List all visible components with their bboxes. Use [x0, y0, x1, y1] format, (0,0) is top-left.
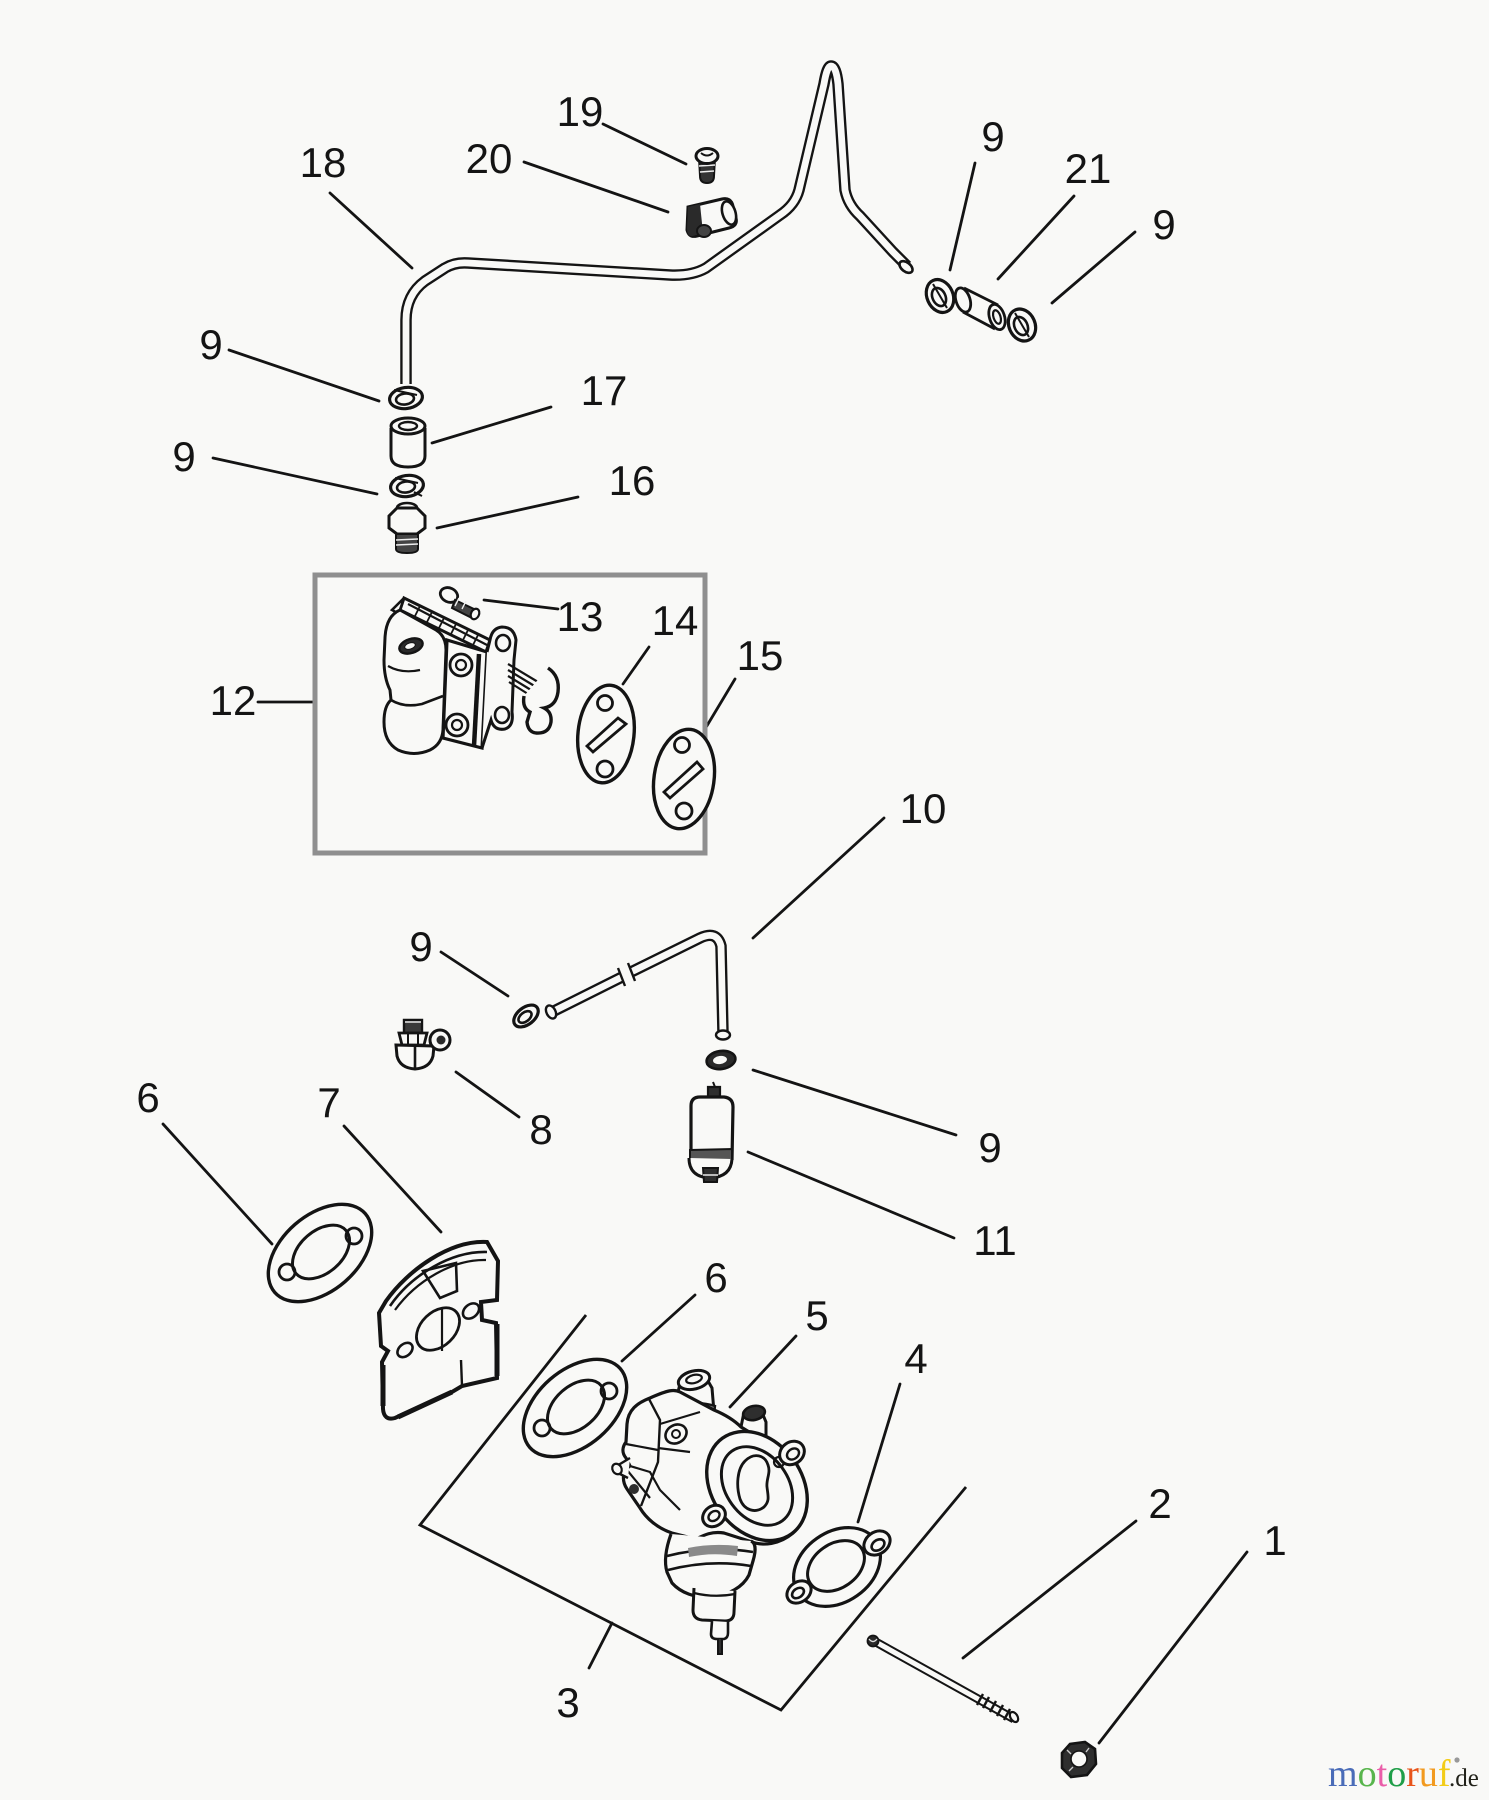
- svg-text:16: 16: [609, 457, 656, 504]
- svg-text:15: 15: [737, 632, 784, 679]
- svg-text:2: 2: [1148, 1480, 1171, 1527]
- svg-text:9: 9: [1152, 201, 1175, 248]
- svg-text:9: 9: [978, 1124, 1001, 1171]
- svg-text:5: 5: [805, 1292, 828, 1339]
- svg-text:17: 17: [581, 367, 628, 414]
- svg-text:6: 6: [136, 1074, 159, 1121]
- svg-text:t: t: [1377, 1753, 1388, 1795]
- svg-text:.de: .de: [1449, 1765, 1479, 1792]
- svg-text:18: 18: [300, 139, 347, 186]
- svg-text:m: m: [1328, 1753, 1358, 1795]
- svg-text:u: u: [1419, 1753, 1438, 1795]
- svg-text:o: o: [1358, 1753, 1377, 1795]
- svg-text:11: 11: [973, 1217, 1017, 1264]
- svg-text:7: 7: [317, 1079, 340, 1126]
- svg-text:r: r: [1406, 1753, 1419, 1795]
- svg-text:14: 14: [652, 597, 699, 644]
- svg-text:o: o: [1387, 1753, 1406, 1795]
- svg-text:20: 20: [466, 135, 513, 182]
- svg-text:9: 9: [172, 433, 195, 480]
- svg-text:13: 13: [557, 593, 604, 640]
- svg-text:19: 19: [557, 88, 604, 135]
- svg-text:1: 1: [1263, 1517, 1286, 1564]
- svg-text:8: 8: [529, 1106, 552, 1153]
- svg-text:9: 9: [981, 113, 1004, 160]
- svg-text:9: 9: [199, 321, 222, 368]
- svg-text:9: 9: [409, 923, 432, 970]
- svg-text:6: 6: [704, 1254, 727, 1301]
- svg-text:3: 3: [556, 1679, 579, 1726]
- svg-text:12: 12: [210, 677, 257, 724]
- svg-text:10: 10: [900, 785, 947, 832]
- svg-text:4: 4: [904, 1335, 927, 1382]
- svg-text:21: 21: [1065, 145, 1112, 192]
- svg-text:f: f: [1438, 1753, 1451, 1795]
